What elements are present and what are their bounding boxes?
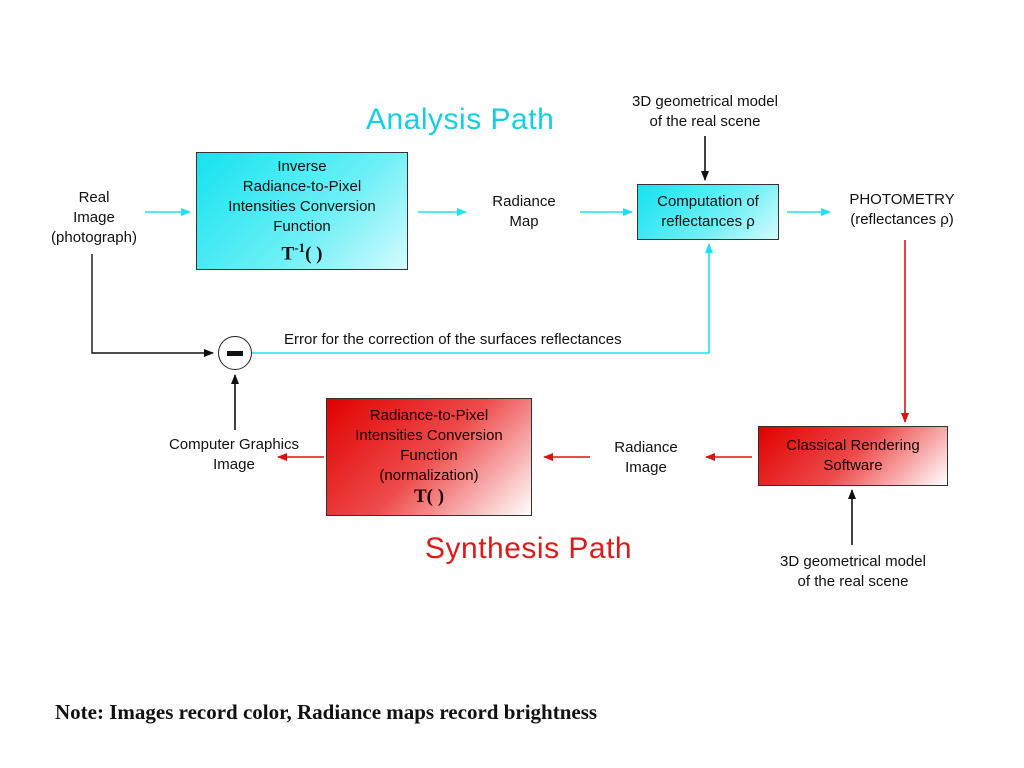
inverse-box-line: Intensities Conversion (228, 197, 376, 215)
radiance-map-label: Radiance Map (476, 192, 572, 232)
model-top-line: 3D geometrical model (632, 93, 778, 110)
radiance-image-line: Radiance (614, 439, 678, 456)
synthesis-path-title: Synthesis Path (425, 532, 633, 565)
minus-icon (227, 350, 243, 356)
subtraction-node (218, 336, 252, 370)
rendering-box-line: Software (823, 457, 883, 474)
model-top-line: of the real scene (649, 113, 761, 130)
arrow-real-to-minus (91, 254, 214, 357)
cg-image-line: Image (213, 456, 255, 473)
forward-box-line: Radiance-to-Pixel (369, 407, 489, 424)
inverse-conversion-box: Inverse Radiance-to-Pixel Intensities Co… (196, 152, 408, 270)
error-label: Error for the correction of the surfaces… (284, 331, 622, 348)
real-image-line: Image (73, 209, 115, 226)
rendering-box: Classical Rendering Software (758, 426, 948, 486)
computation-box-line: reflectances ρ (661, 213, 755, 230)
radiance-image-line: Image (625, 459, 667, 476)
real-image-label: Real Image (photograph) (38, 188, 150, 248)
forward-box-line: Intensities Conversion (355, 427, 503, 444)
real-image-line: (photograph) (51, 229, 137, 246)
footnote: Note: Images record color, Radiance maps… (55, 700, 598, 724)
computation-box: Computation of reflectances ρ (637, 184, 779, 240)
model-bottom-line: of the real scene (797, 573, 909, 590)
inverse-box-line: Function (273, 217, 331, 235)
radiance-map-line: Radiance (492, 193, 556, 210)
function-base: T (281, 243, 295, 265)
model-top-label: 3D geometrical model of the real scene (600, 92, 810, 132)
function-parens: ( ) (305, 243, 323, 265)
function-superscript: -1 (294, 239, 306, 255)
computation-box-line: Computation of (657, 193, 759, 210)
inverse-function-label: T-1( ) (282, 237, 323, 265)
forward-function-label: T( ) (413, 486, 445, 507)
rendering-box-line: Classical Rendering (786, 437, 920, 454)
photometry-label: PHOTOMETRY (reflectances ρ) (832, 190, 972, 230)
cg-image-line: Computer Graphics (168, 436, 300, 453)
forward-box-line: (normalization) (379, 467, 479, 484)
inverse-box-line: Radiance-to-Pixel (242, 177, 362, 195)
analysis-path-title: Analysis Path (366, 103, 555, 136)
cg-image-label: Computer Graphics Image (148, 435, 320, 475)
inverse-box-line: Inverse (277, 157, 327, 175)
radiance-image-label: Radiance Image (598, 438, 694, 478)
forward-conversion-box: Radiance-to-Pixel Intensities Conversion… (326, 398, 532, 516)
real-image-line: Real (78, 189, 110, 206)
radiance-map-line: Map (509, 213, 539, 230)
model-bottom-label: 3D geometrical model of the real scene (748, 552, 958, 592)
photometry-line: (reflectances ρ) (850, 211, 954, 228)
model-bottom-line: 3D geometrical model (780, 553, 926, 570)
arrow-error-feedback (252, 243, 713, 354)
forward-box-line: Function (400, 447, 458, 464)
photometry-line: PHOTOMETRY (849, 191, 955, 208)
